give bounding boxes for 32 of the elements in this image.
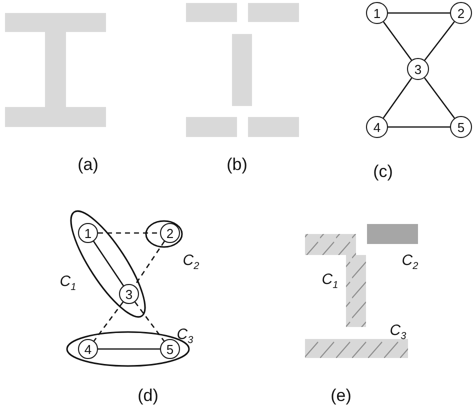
edge-line	[424, 21, 455, 61]
edge-line	[93, 240, 124, 286]
panel-caption: (e)	[330, 386, 352, 406]
numbered-node-circle: 4	[366, 116, 388, 138]
region-label: C$_{3}$	[390, 322, 406, 342]
numbered-node-circle: 5	[450, 116, 472, 138]
edge-line	[98, 348, 160, 350]
numbered-node-circle: 1	[78, 223, 98, 243]
cluster-label: C$_{1}$	[60, 273, 76, 293]
cluster-ellipse	[145, 220, 183, 248]
panel-caption: (d)	[138, 386, 158, 406]
edge-line	[424, 77, 455, 119]
numbered-node-circle: 2	[160, 223, 180, 243]
numbered-node-circle: 4	[78, 339, 98, 359]
cluster-label: C$_{2}$	[182, 252, 200, 272]
numbered-node-circle: 5	[160, 339, 180, 359]
edge-line	[382, 78, 412, 118]
edge-line	[388, 126, 450, 128]
edge-line	[382, 22, 412, 60]
dashed-edge	[134, 302, 165, 342]
panel-caption: (c)	[373, 162, 393, 182]
panel-caption: (a)	[78, 155, 98, 175]
numbered-node-circle: 3	[407, 58, 429, 80]
edge-line	[388, 12, 450, 14]
numbered-node-circle: 3	[119, 284, 139, 304]
region-label: C$_{2}$	[402, 252, 418, 272]
dashed-edge	[98, 232, 160, 234]
dashed-edge	[93, 302, 124, 342]
panel-caption: (b)	[226, 155, 248, 175]
numbered-node-circle: 2	[450, 2, 472, 24]
numbered-node-circle: 1	[366, 2, 388, 24]
region-label: C$_{1}$	[322, 271, 338, 291]
